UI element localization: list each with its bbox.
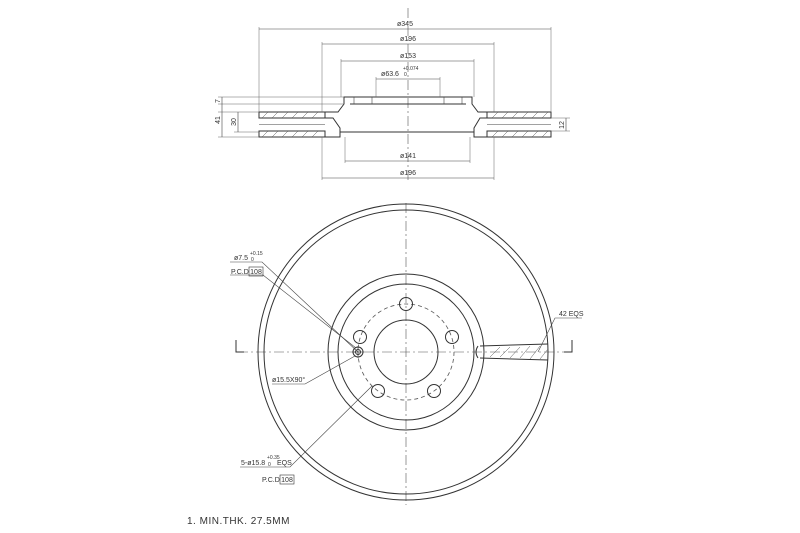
section-hatching [261, 111, 549, 138]
vane-section [475, 343, 549, 361]
vane-bottom [479, 357, 549, 361]
dim-d345: ø345 [397, 21, 413, 28]
dim-h30: 30 [231, 118, 238, 126]
label-hole-tol-lower: 0 [251, 257, 254, 263]
extension-lines [218, 27, 570, 180]
label-hole-dia: ø7.5 [234, 255, 248, 262]
section-marker-left [235, 340, 244, 353]
dim-d196-top: ø196 [400, 36, 416, 43]
front-view: ø7.5 +0.15 0 P.C.D 108 ø15.5X90° 42 EQS … [230, 203, 584, 505]
dim-d63: ø63.6 [381, 71, 399, 78]
dim-d63-tol-lower: 0 [404, 72, 407, 78]
min-thickness-note: 1. MIN.THK. 27.5MM [187, 516, 290, 527]
leader-pcd-top [230, 274, 357, 349]
pcd-top-box [248, 266, 264, 277]
label-countersink: ø15.5X90° [272, 376, 305, 384]
friction-face-top-right [486, 111, 552, 119]
label-bolt-tol-upper: +0.35 [267, 455, 280, 461]
leader-vanes [537, 317, 582, 353]
bolt-hole [445, 330, 459, 344]
label-bolt-suffix: EQS [277, 460, 292, 467]
center-bore [373, 319, 439, 385]
dim-d141: ø141 [400, 153, 416, 160]
dim-h7: 7 [215, 99, 222, 103]
vane-top [479, 343, 549, 347]
disc-section-outline [258, 96, 552, 138]
friction-ring-inner-edge [327, 273, 485, 431]
bolt-holes [353, 297, 459, 398]
leader-lines [230, 261, 582, 468]
hat-left-wall [325, 117, 341, 138]
label-vanes: 42 EQS [559, 311, 584, 318]
dim-d153: ø153 [400, 53, 416, 60]
dim-h41: 41 [215, 116, 222, 124]
bolt-hole [427, 384, 441, 398]
label-bolt-tol-lower: 0 [268, 462, 271, 468]
pcd-bottom-box [279, 474, 295, 485]
leader-bolt-holes [240, 385, 373, 468]
disc-outer-edge [257, 203, 555, 501]
hat-outer-edge [337, 283, 475, 421]
dim-d63-tol-upper: +0.074 [403, 66, 419, 72]
bolt-hole [399, 297, 413, 311]
label-pcd-top-prefix: P.C.D [231, 269, 249, 276]
hat-top-profile [325, 96, 487, 113]
bolt-hole [353, 330, 367, 344]
locating-hole [352, 346, 364, 358]
vane-end [475, 345, 479, 359]
dim-h12: 12 [559, 121, 566, 129]
label-pcd-bottom-value: 108 [281, 477, 293, 484]
label-bolt-prefix: 5-ø15.8 [241, 460, 265, 467]
side-section-view: ø345 ø196 ø153 ø63.6 +0.074 0 ø141 ø196 … [215, 8, 570, 180]
dim-d196-bottom: ø196 [400, 170, 416, 177]
leader-countersink [272, 355, 356, 385]
label-pcd-bottom-prefix: P.C.D [262, 477, 280, 484]
label-pcd-top-value: 108 [250, 269, 262, 276]
hat-right-wall [473, 117, 487, 138]
disc-outer-chamfer [263, 209, 549, 495]
dimension-lines [221, 28, 567, 179]
friction-face-bottom-right [486, 130, 552, 138]
section-marker-right [564, 340, 573, 353]
leader-hole-dia [230, 261, 359, 353]
label-hole-tol-upper: +0.15 [250, 251, 263, 257]
bolt-hole [371, 384, 385, 398]
